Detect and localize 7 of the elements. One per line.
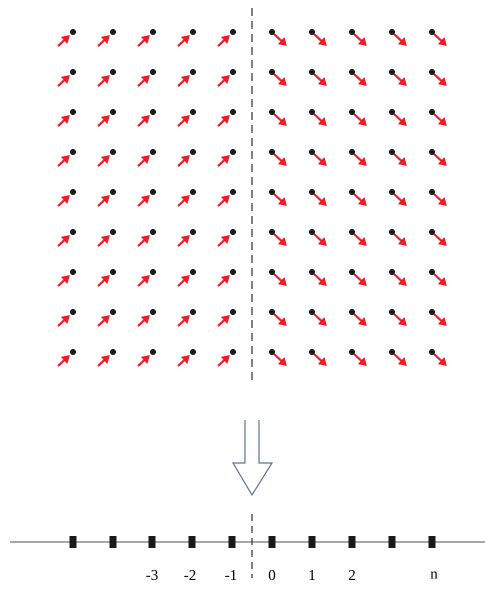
tick-label: -3	[146, 570, 158, 580]
tick-label: -1	[225, 570, 236, 580]
tick-label: 1	[310, 570, 315, 580]
tick-label: 0	[268, 570, 276, 580]
tick-label: n	[430, 571, 438, 579]
tick-label: 2	[348, 570, 355, 580]
tick-label: -2	[184, 570, 196, 580]
